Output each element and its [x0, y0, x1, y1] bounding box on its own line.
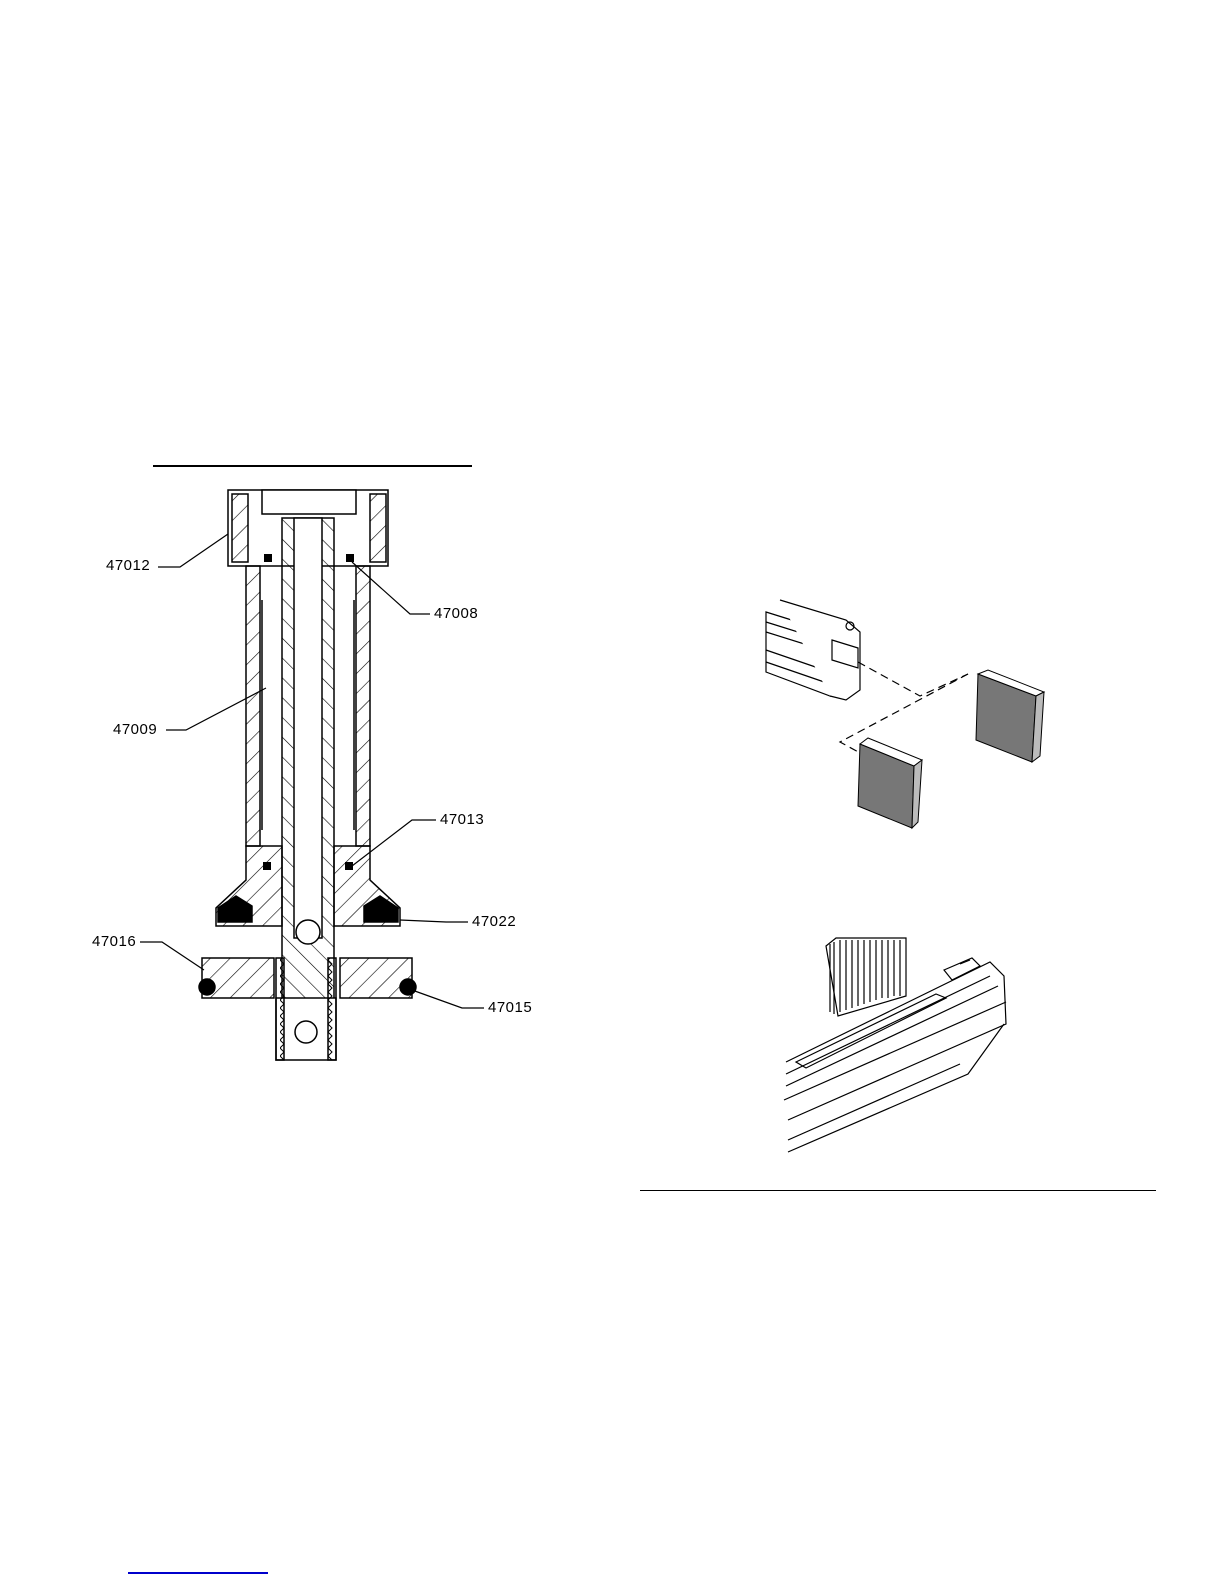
staple-strip: [826, 938, 906, 1016]
footer-link-underline[interactable]: [128, 1572, 268, 1574]
right-figure-bottom-rule: [640, 1190, 1156, 1191]
